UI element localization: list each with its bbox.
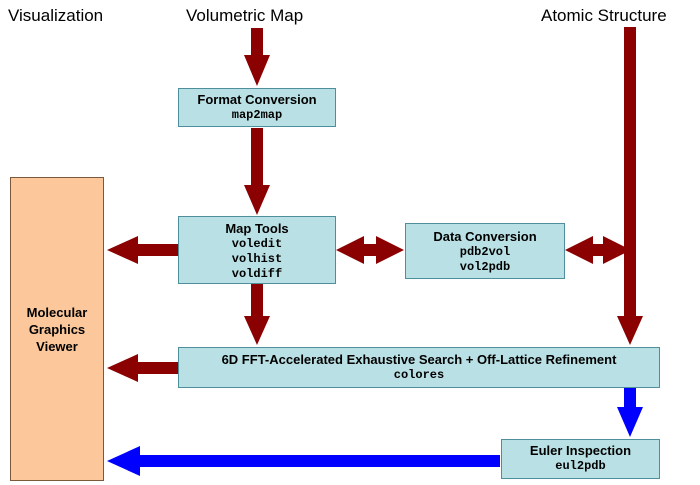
arrow-volmap-to-format-conversion xyxy=(244,28,270,86)
exhaustive-search-title: 6D FFT-Accelerated Exhaustive Search + O… xyxy=(221,352,617,367)
data-conversion-title: Data Conversion xyxy=(433,229,537,244)
map-tools-title: Map Tools xyxy=(225,221,289,236)
data-conversion-box: Data Conversion pdb2vol vol2pdb xyxy=(405,223,565,279)
arrow-map-tools-to-exhaustive-search xyxy=(244,284,270,345)
arrow-euler-inspection-to-viewer xyxy=(107,446,500,476)
molecular-graphics-viewer-label: Molecular Graphics Viewer xyxy=(26,304,88,354)
euler-inspection-title: Euler Inspection xyxy=(529,443,632,458)
data-conversion-command-pdb2vol: pdb2vol xyxy=(459,245,511,259)
exhaustive-search-box: 6D FFT-Accelerated Exhaustive Search + O… xyxy=(178,347,660,388)
map-tools-command-voldiff: voldiff xyxy=(231,267,283,281)
arrow-exhaustive-search-to-viewer xyxy=(107,354,178,382)
map-tools-box: Map Tools voledit volhist voldiff xyxy=(178,216,336,284)
exhaustive-search-command-colores: colores xyxy=(393,368,445,382)
arrow-data-conversion-atomic-structure-bidirectional xyxy=(565,236,631,264)
arrow-format-conversion-to-map-tools xyxy=(244,128,270,215)
arrow-map-tools-to-viewer xyxy=(107,236,178,264)
data-conversion-command-vol2pdb: vol2pdb xyxy=(459,260,511,274)
map-tools-command-volhist: volhist xyxy=(231,252,283,266)
format-conversion-command-map2map: map2map xyxy=(231,108,283,122)
header-visualization: Visualization xyxy=(8,6,104,25)
molecular-graphics-viewer-box: Molecular Graphics Viewer xyxy=(10,177,104,481)
format-conversion-box: Format Conversion map2map xyxy=(178,88,336,127)
map-tools-command-voledit: voledit xyxy=(231,237,283,251)
arrow-exhaustive-search-to-euler-inspection xyxy=(617,388,643,437)
euler-inspection-command-eul2pdb: eul2pdb xyxy=(555,459,606,473)
arrow-map-tools-data-conversion-bidirectional xyxy=(336,236,404,264)
arrow-atomic-structure-to-exhaustive-search xyxy=(617,27,643,345)
euler-inspection-box: Euler Inspection eul2pdb xyxy=(501,439,660,479)
format-conversion-title: Format Conversion xyxy=(197,92,317,107)
header-atomic-structure: Atomic Structure xyxy=(541,6,667,25)
header-volumetric-map: Volumetric Map xyxy=(186,6,304,25)
